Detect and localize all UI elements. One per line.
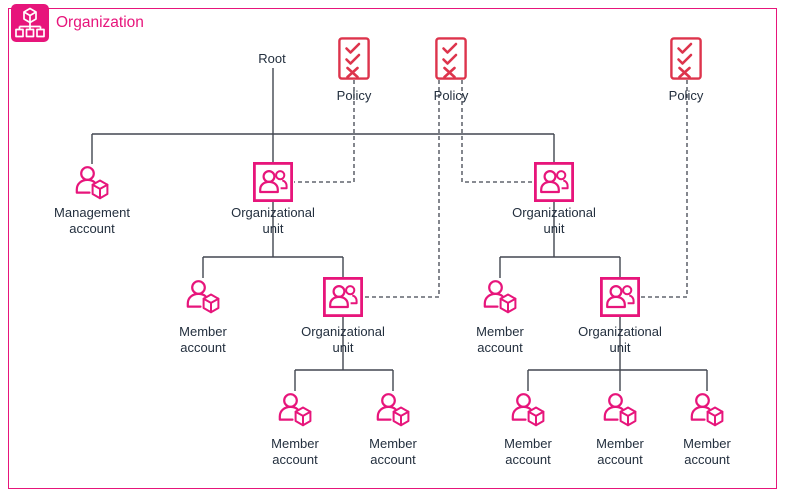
root-label: Root [258,51,286,66]
organizational-unit-icon [253,162,293,202]
policy-label: Policy [433,88,469,103]
diagram-border [8,8,777,489]
member-account-label: Member account [369,436,417,467]
policy-attachment-dashed-lines [294,80,688,298]
organizational-unit-icon [600,277,640,317]
organizational-unit-label: Organizational unit [231,205,315,236]
organizational-unit-icon [534,162,574,202]
tree-solid-lines [91,68,708,391]
member-account-icon [690,393,724,427]
organization-icon [11,4,49,42]
management-account-icon [75,166,109,200]
organizational-unit-label: Organizational unit [578,324,662,355]
organizational-unit-label: Organizational unit [301,324,385,355]
member-account-label: Member account [504,436,552,467]
organizational-unit-icon [323,277,363,317]
policy-icon [338,37,370,80]
member-account-label: Member account [596,436,644,467]
member-account-label: Member account [179,324,227,355]
member-account-icon [603,393,637,427]
member-account-icon [376,393,410,427]
member-account-icon [278,393,312,427]
member-account-icon [511,393,545,427]
member-account-label: Member account [476,324,524,355]
policy-label: Policy [668,88,704,103]
management-account-label: Management account [54,205,130,236]
member-account-label: Member account [683,436,731,467]
diagram-title: Organization [56,14,144,31]
member-account-icon [186,280,220,314]
policy-icon [670,37,702,80]
policy-icon [435,37,467,80]
policy-label: Policy [336,88,372,103]
member-account-label: Member account [271,436,319,467]
member-account-icon [483,280,517,314]
organizational-unit-label: Organizational unit [512,205,596,236]
